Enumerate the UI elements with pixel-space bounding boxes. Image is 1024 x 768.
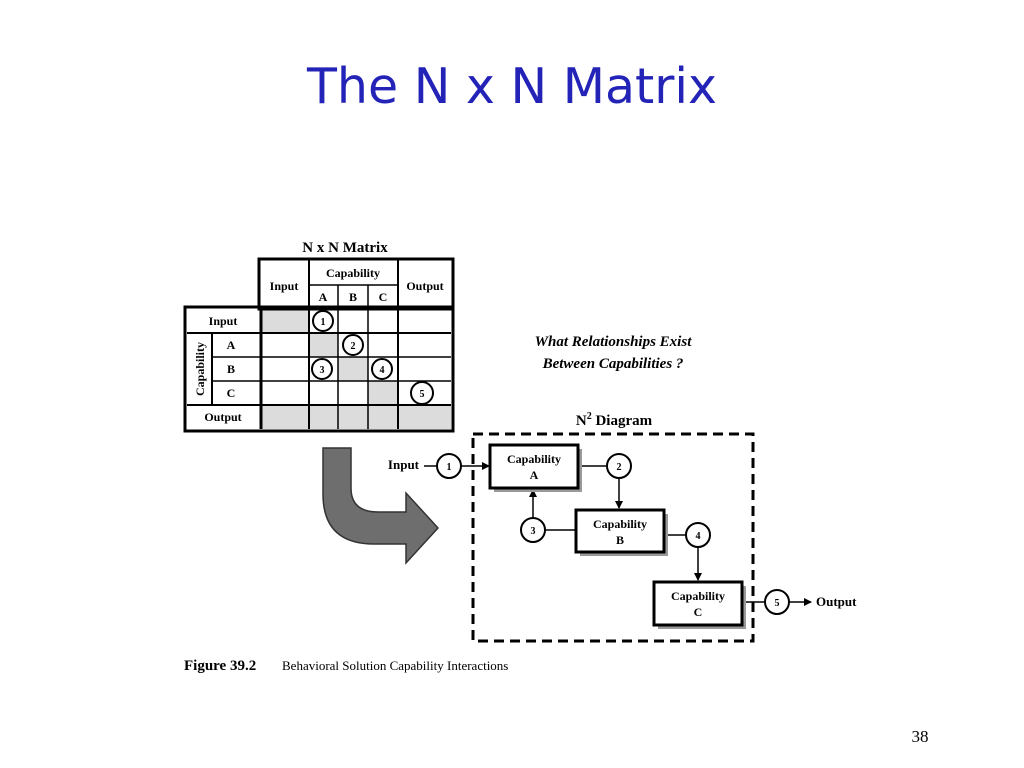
svg-text:5: 5: [420, 389, 425, 400]
question-line-1: What Relationships Exist: [535, 334, 693, 350]
svg-text:5: 5: [775, 598, 780, 609]
svg-text:Capability: Capability: [593, 517, 647, 531]
n2-box-capability-c: Capability C: [652, 580, 746, 629]
matrix-marker-4: 4: [371, 358, 393, 380]
matrix-title: N x N Matrix: [302, 240, 388, 256]
matrix-col-output: Output: [406, 279, 443, 293]
svg-text:C: C: [694, 605, 703, 619]
matrix-row-input: Input: [209, 314, 238, 328]
n2-box-capability-b: Capability B: [574, 508, 668, 556]
n2-diagram-title: N2 Diagram: [576, 411, 653, 429]
n2-node-5: 5: [764, 589, 790, 615]
matrix-row-b: B: [227, 362, 235, 376]
svg-text:2: 2: [617, 462, 622, 473]
svg-text:4: 4: [696, 531, 701, 542]
n2-connectors: [424, 462, 812, 606]
matrix-col-input: Input: [270, 279, 299, 293]
svg-text:1: 1: [447, 462, 452, 473]
matrix-row-c: C: [227, 386, 236, 400]
figure-caption: Figure 39.2 Behavioral Solution Capabilit…: [184, 658, 508, 674]
n2-box-capability-a: Capability A: [488, 443, 582, 492]
n2-dashed-border: [471, 432, 755, 643]
figure-caption-text: Behavioral Solution Capability Interacti…: [282, 658, 508, 673]
svg-text:Capability: Capability: [507, 452, 561, 466]
n2-diagram: N2 Diagram Capability A Capability: [388, 411, 857, 643]
svg-text:2: 2: [351, 341, 356, 352]
nxn-matrix: N x N Matrix: [183, 240, 455, 433]
svg-text:3: 3: [320, 365, 325, 376]
page-number: 38: [911, 727, 929, 746]
n2-node-4: 4: [685, 522, 711, 548]
svg-text:B: B: [616, 533, 624, 547]
matrix-col-b: B: [349, 290, 357, 304]
n2-input-label: Input: [388, 457, 420, 472]
slide-title: The N x N Matrix: [306, 58, 718, 115]
n2-node-3: 3: [520, 517, 546, 543]
svg-text:1: 1: [321, 317, 326, 328]
matrix-col-c: C: [379, 290, 388, 304]
matrix-col-a: A: [319, 290, 328, 304]
question-line-2: Between Capabilities ?: [542, 356, 684, 372]
svg-text:A: A: [530, 468, 539, 482]
svg-text:4: 4: [380, 365, 385, 376]
svg-text:3: 3: [531, 526, 536, 537]
figure-caption-label: Figure 39.2: [184, 658, 256, 674]
matrix-row-capability: Capability: [193, 342, 207, 396]
matrix-marker-1: 1: [312, 310, 334, 332]
matrix-marker-3: 3: [311, 358, 333, 380]
matrix-diagonal-shading: [261, 309, 451, 429]
n2-node-2: 2: [606, 453, 632, 479]
matrix-col-capability: Capability: [326, 266, 380, 280]
matrix-grid: [183, 257, 455, 433]
svg-text:Capability: Capability: [671, 589, 725, 603]
matrix-row-output: Output: [204, 410, 241, 424]
matrix-row-a: A: [227, 338, 236, 352]
matrix-marker-5: 5: [410, 381, 434, 405]
n2-output-label: Output: [816, 594, 857, 609]
n2-node-1: 1: [436, 453, 462, 479]
transform-arrow: [322, 447, 440, 565]
matrix-marker-2: 2: [342, 334, 364, 356]
